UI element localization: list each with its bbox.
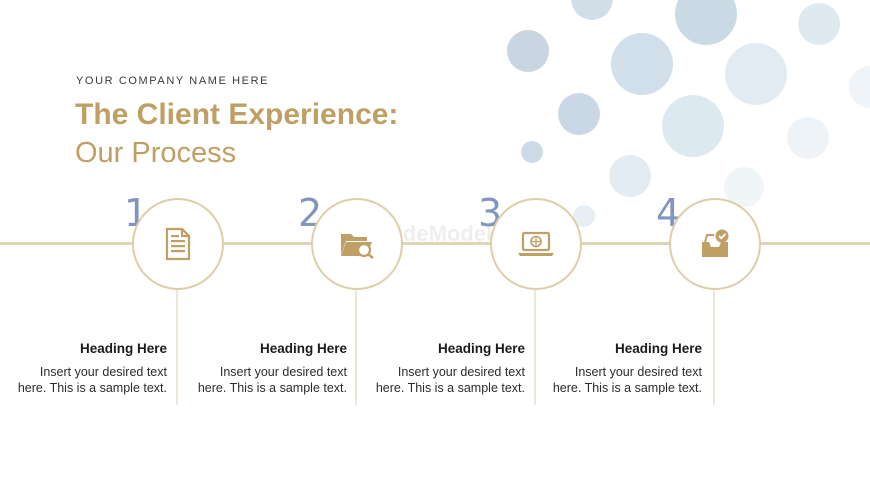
step-connector <box>176 290 178 405</box>
company-name: YOUR COMPANY NAME HERE <box>76 75 270 87</box>
step-circle <box>311 198 403 290</box>
step-heading: Heading Here <box>614 341 702 356</box>
step-text: Insert your desired text here. This is a… <box>375 365 525 395</box>
step-heading: Heading Here <box>79 341 167 356</box>
step-heading: Heading Here <box>437 341 525 356</box>
step-connector <box>534 290 536 405</box>
step-text: Insert your desired text here. This is a… <box>552 365 702 395</box>
laptop-globe-icon <box>518 231 554 256</box>
timeline-line <box>0 242 870 245</box>
step-heading: Heading Here <box>259 341 347 356</box>
inbox-check-icon <box>702 229 729 257</box>
document-icon <box>165 227 191 261</box>
step-connector <box>355 290 357 405</box>
step-connector <box>713 290 715 405</box>
step-text: Insert your desired text here. This is a… <box>197 365 347 395</box>
page-title: The Client Experience: <box>75 98 399 131</box>
folder-search-icon <box>341 234 374 259</box>
step-circle <box>132 198 224 290</box>
page-subtitle: Our Process <box>75 137 237 169</box>
step-text: Insert your desired text here. This is a… <box>17 365 167 395</box>
step-circle <box>669 198 761 290</box>
step-circle <box>490 198 582 290</box>
